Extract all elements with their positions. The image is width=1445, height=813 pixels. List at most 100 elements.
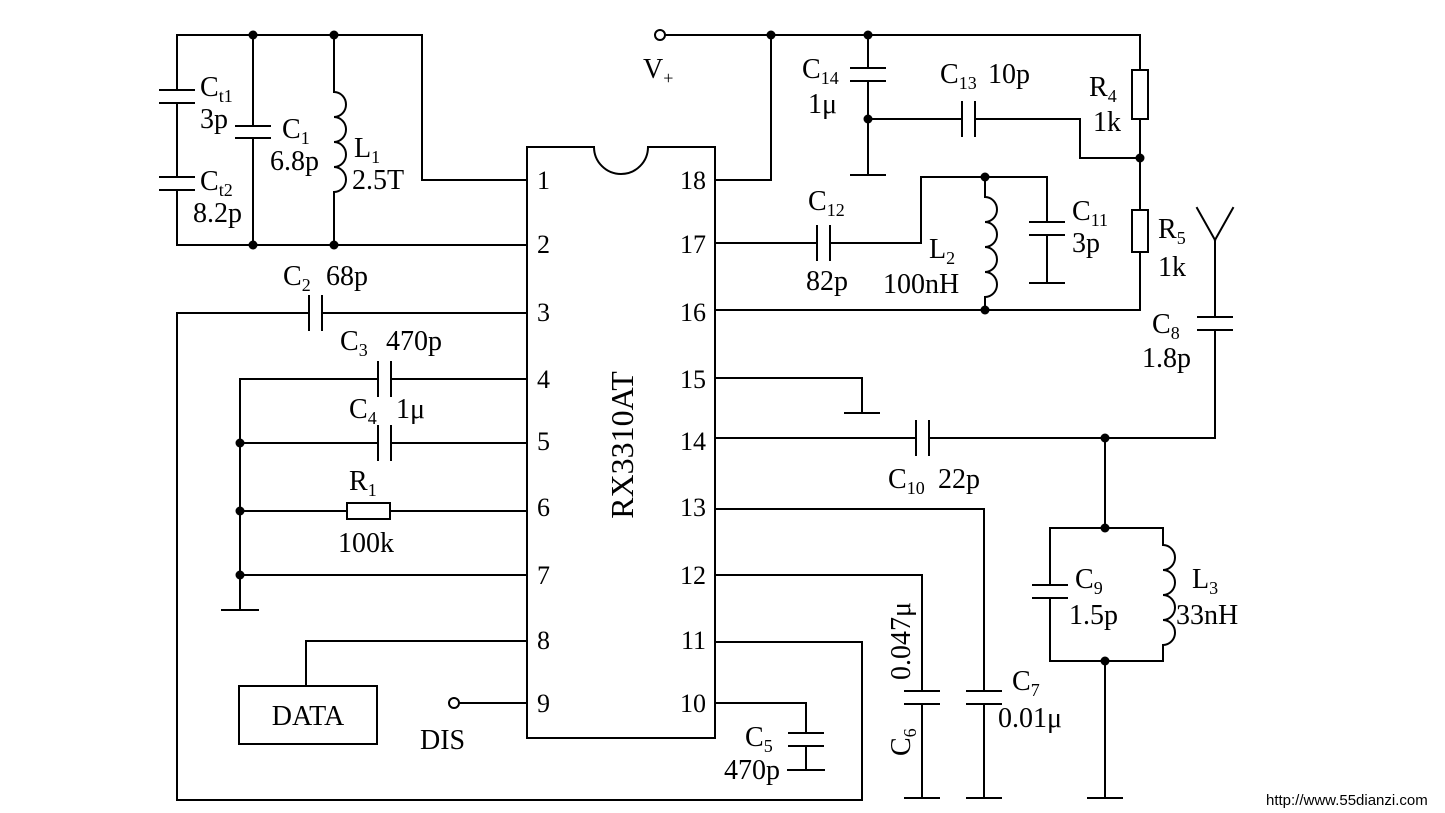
c3-symbol <box>377 361 392 397</box>
terminals <box>448 29 666 709</box>
l1-value: 2.5T <box>352 165 404 196</box>
c2-label: C2 <box>283 261 311 295</box>
r5-value: 1k <box>1158 252 1186 283</box>
dis-label: DIS <box>420 725 465 756</box>
c1-label: C1 <box>282 114 310 148</box>
c3-value: 470p <box>386 326 442 357</box>
c11-value: 3p <box>1072 228 1100 259</box>
ct2-label: Ct2 <box>200 166 233 200</box>
c5-value: 470p <box>724 755 780 786</box>
ct1-label: Ct1 <box>200 72 233 106</box>
c10-label: C10 <box>888 464 925 498</box>
c2-loop <box>176 295 863 801</box>
pin-5: 5 <box>537 427 550 456</box>
l1-symbol <box>332 90 347 194</box>
r4-value: 1k <box>1093 107 1121 138</box>
ct1-symbol <box>159 89 195 104</box>
c14-label: C14 <box>802 54 839 88</box>
c5-label: C5 <box>745 722 773 756</box>
data-dis <box>238 640 528 745</box>
junction-dots <box>235 30 1145 666</box>
component-labels: Ct1 3p Ct2 8.2p C1 6.8p L1 2.5T C2 68p C… <box>193 54 1238 786</box>
c7-label: C7 <box>1012 666 1040 700</box>
dis-terminal <box>448 697 460 709</box>
c6-c7-network <box>714 508 1002 799</box>
r5-symbol <box>1131 209 1149 253</box>
c14-symbol <box>850 67 886 82</box>
c12-symbol <box>816 225 831 261</box>
c13-label: C13 <box>940 59 977 93</box>
pin-7: 7 <box>537 561 550 590</box>
c9-symbol <box>1032 584 1068 599</box>
c7-symbol <box>966 690 1002 705</box>
c10-symbol <box>915 420 930 456</box>
pin-11: 11 <box>681 626 706 655</box>
pin-13: 13 <box>680 493 706 522</box>
pin-16: 16 <box>680 298 706 327</box>
data-box <box>238 685 378 745</box>
c4-symbol <box>377 425 392 461</box>
pin-14: 14 <box>680 427 706 456</box>
pin-8: 8 <box>537 626 550 655</box>
pin-9: 9 <box>537 689 550 718</box>
r1-value: 100k <box>338 528 394 559</box>
pin-6: 6 <box>537 493 550 522</box>
l3-label: L3 <box>1192 564 1218 598</box>
c5-network <box>714 702 825 771</box>
rf-front-end <box>714 206 1235 799</box>
c7-value: 0.01μ <box>998 703 1062 734</box>
c6-label: C6 <box>886 728 920 756</box>
pin-2: 2 <box>537 230 550 259</box>
l1-label: L1 <box>354 133 380 167</box>
r4-symbol <box>1131 69 1149 120</box>
c11-label: C11 <box>1072 196 1108 230</box>
chip-label: RX3310AT <box>604 371 640 519</box>
c13-value: 10p <box>988 59 1030 90</box>
r5-label: R5 <box>1158 214 1186 248</box>
l2-label: L2 <box>929 234 955 268</box>
c5-symbol <box>788 732 824 747</box>
ct1-value: 3p <box>200 104 228 135</box>
pins4-7-network <box>221 361 528 611</box>
pin16-17-network <box>714 176 1141 311</box>
c9-label: C9 <box>1075 564 1103 598</box>
pin-12: 12 <box>680 561 706 590</box>
ic-rx3310at: RX3310AT <box>526 146 716 739</box>
c14-value: 1μ <box>808 89 837 120</box>
pin15-ground <box>714 377 880 414</box>
pin-3: 3 <box>537 298 550 327</box>
c1-value: 6.8p <box>270 146 319 177</box>
c8-label: C8 <box>1152 309 1180 343</box>
c11-symbol <box>1029 221 1065 236</box>
c4-value: 1μ <box>396 394 425 425</box>
c10-value: 22p <box>938 464 980 495</box>
ct2-value: 8.2p <box>193 198 242 229</box>
pin-1: 1 <box>537 166 550 195</box>
c8-symbol <box>1197 316 1233 331</box>
c1-symbol <box>235 125 271 139</box>
pin-15: 15 <box>680 365 706 394</box>
l3-value: 33nH <box>1176 600 1238 631</box>
c2-value: 68p <box>326 261 368 292</box>
c13-symbol <box>961 101 976 137</box>
c8-value: 1.8p <box>1142 343 1191 374</box>
pin-labels: 1 2 3 4 5 6 7 8 9 18 17 16 15 14 13 12 1… <box>537 166 706 718</box>
r1-symbol <box>346 502 391 520</box>
r4-label: R4 <box>1089 72 1117 106</box>
pin-10: 10 <box>680 689 706 718</box>
antenna-symbol <box>1195 206 1235 242</box>
c4-label: C4 <box>349 394 377 428</box>
l2-symbol <box>983 195 998 299</box>
c12-label: C12 <box>808 186 845 220</box>
pin-18: 18 <box>680 166 706 195</box>
watermark-text: http://www.55dianzi.com <box>1266 792 1428 809</box>
c3-label: C3 <box>340 326 368 360</box>
ct2-symbol <box>159 176 195 191</box>
vplus-label: V+ <box>643 54 673 88</box>
c6-symbol <box>904 690 940 705</box>
supply-network <box>665 34 1149 311</box>
left-tank-network <box>159 34 528 246</box>
c2-symbol <box>308 295 323 331</box>
